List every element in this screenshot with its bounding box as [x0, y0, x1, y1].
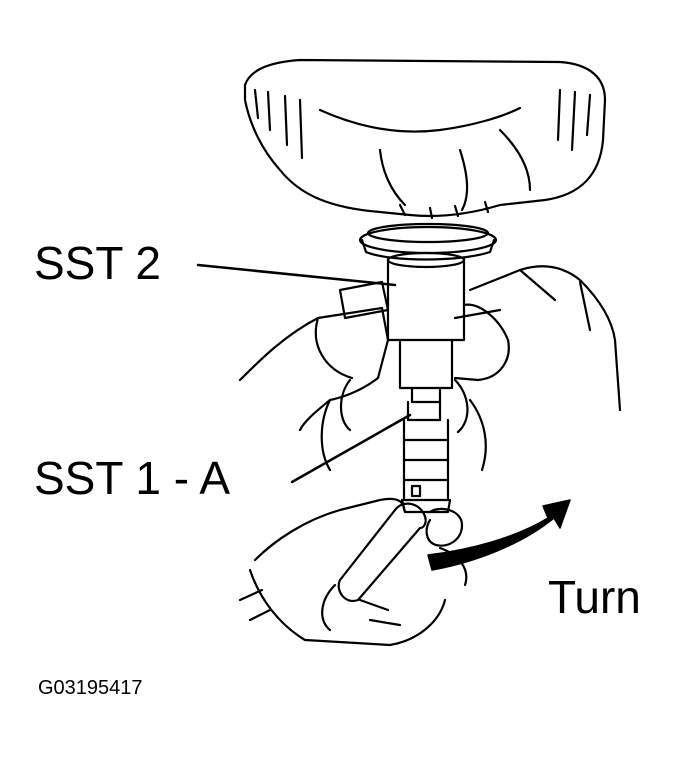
turning-hand: [238, 497, 468, 647]
gasket: [358, 222, 498, 261]
sst2-leader-line: [196, 263, 397, 287]
holding-hands: [238, 265, 622, 472]
sst1a-label: SST 1 - A: [34, 452, 231, 504]
turn-label: Turn: [548, 571, 641, 623]
sst2-label: SST 2: [34, 237, 161, 289]
figure-code: G03195417: [38, 677, 143, 699]
sst1a-leader-line: [290, 413, 412, 484]
sst2-tool: [386, 251, 466, 422]
filter-housing: [243, 58, 607, 220]
sst1a-tool: [337, 418, 464, 603]
curved-arrow-icon: [427, 499, 571, 571]
